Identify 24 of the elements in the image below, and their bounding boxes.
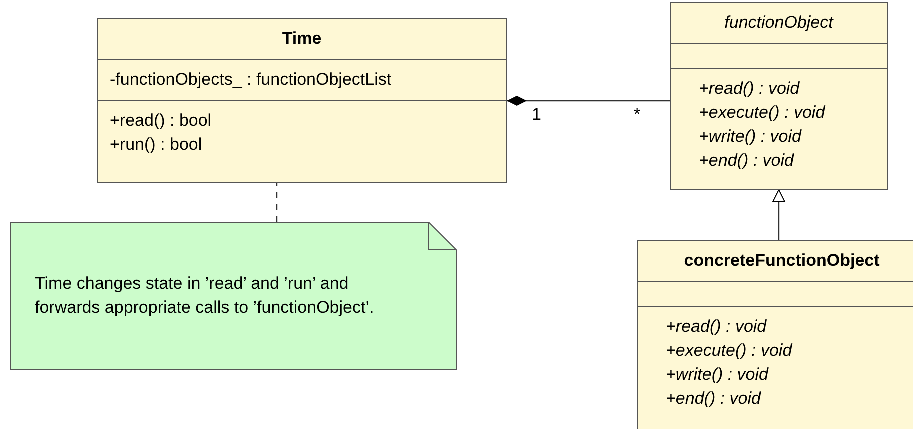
method-text: +read() : bool <box>110 110 212 132</box>
method-text: +end() : void <box>666 388 761 410</box>
composition-line <box>507 96 670 106</box>
method-text: +execute() : void <box>699 102 826 124</box>
class-box <box>670 2 888 190</box>
note-box <box>10 222 457 370</box>
class-name: functionObject <box>724 12 834 34</box>
multiplicity-label: 1 <box>532 104 542 126</box>
note-connector <box>276 183 278 222</box>
multiplicity-label: * <box>634 104 641 126</box>
method-text: +run() : bool <box>110 134 202 156</box>
method-text: +execute() : void <box>666 340 792 362</box>
method-text: +read() : void <box>666 316 767 338</box>
method-text: +write() : void <box>666 364 768 386</box>
method-text: +write() : void <box>699 126 802 148</box>
class-box <box>637 240 913 429</box>
method-text: +end() : void <box>699 150 794 172</box>
inheritance-arrow <box>772 190 786 240</box>
class-name: Time <box>282 28 322 50</box>
attribute-text: -functionObjects_ : functionObjectList <box>110 69 392 91</box>
class-name: concreteFunctionObject <box>684 250 880 272</box>
class-box <box>97 18 507 183</box>
method-text: +read() : void <box>699 78 800 100</box>
note-text: Time changes state in ’read’ and ’run’ and forwards appropriate calls to ’functionObject’. <box>35 273 376 319</box>
